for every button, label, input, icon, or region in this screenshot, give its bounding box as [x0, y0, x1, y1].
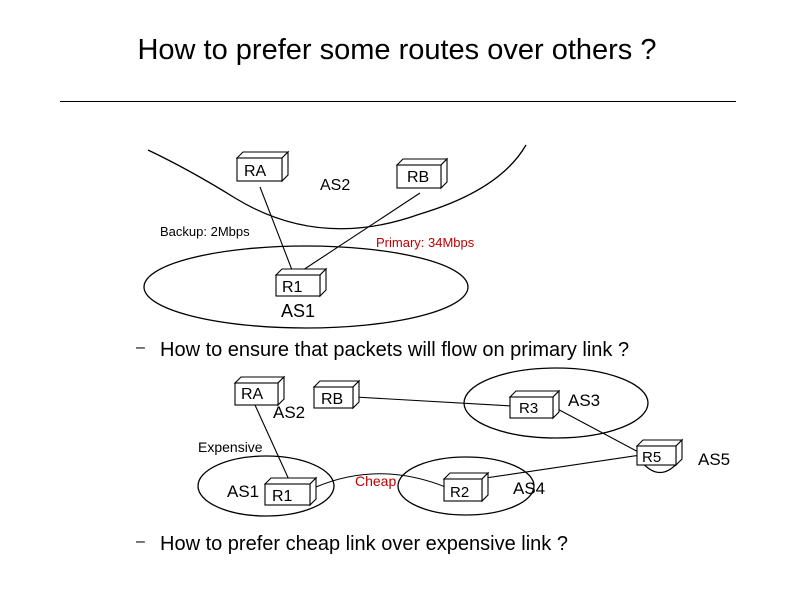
router-ra-2-label: RA — [241, 386, 264, 403]
primary-link — [299, 192, 421, 273]
router-r1: R1 — [274, 267, 328, 298]
router-r5-label: R5 — [642, 449, 661, 466]
link-rb-r3 — [354, 396, 513, 407]
router-r1-2-label: R1 — [272, 488, 293, 505]
router-rb-label: RB — [407, 169, 429, 186]
as1-label: AS1 — [281, 301, 315, 321]
router-r3: R3 — [508, 389, 561, 420]
router-r5: R5 — [635, 438, 684, 467]
link-r5-r2 — [471, 454, 642, 481]
as1-boundary — [143, 245, 469, 329]
bullet-dash: – — [136, 533, 145, 550]
router-ra: RA — [235, 150, 290, 183]
as4-boundary — [397, 456, 535, 516]
as3-label: AS3 — [568, 391, 600, 410]
link-r3-r5 — [549, 404, 645, 456]
as1-label-2: AS1 — [227, 482, 259, 501]
as2-label-2: AS2 — [273, 403, 305, 422]
router-r1-label: R1 — [282, 279, 303, 296]
backup-link-label: Backup: 2Mbps — [160, 224, 250, 239]
router-ra-2: RA — [233, 375, 286, 407]
router-r3-label: R3 — [519, 400, 538, 417]
bullet-dash: – — [136, 339, 145, 356]
title-divider — [60, 101, 736, 102]
as4-label: AS4 — [513, 479, 545, 498]
as1-boundary-2 — [197, 455, 335, 517]
router-rb-2-label: RB — [321, 391, 343, 408]
router-r2-label: R2 — [450, 484, 469, 501]
router-ra-label: RA — [244, 163, 267, 180]
router-r1-2: R1 — [263, 476, 318, 507]
link-r1-r2-cheap — [315, 473, 449, 489]
diagram-primary-backup: RA RB R1 AS2 AS1 Backup: 2Mbps Primary: … — [143, 144, 527, 329]
router-r2: R2 — [442, 471, 490, 503]
as2-boundary — [147, 144, 527, 230]
primary-link-label: Primary: 34Mbps — [376, 235, 475, 250]
router-rb-2: RB — [312, 379, 361, 410]
link-ra-r1 — [254, 404, 291, 483]
bullet-text: How to ensure that packets will flow on … — [160, 339, 630, 361]
diagram-cheap-expensive: RA RB R3 R5 — [197, 367, 730, 517]
as2-label: AS2 — [320, 177, 350, 194]
backup-link — [259, 186, 293, 271]
as5-label: AS5 — [698, 450, 730, 469]
bullet-primary-link: – How to ensure that packets will flow o… — [136, 339, 756, 365]
bullet-text: How to prefer cheap link over expensive … — [160, 533, 568, 555]
cheap-link-label: Cheap — [355, 473, 396, 489]
bullet-cheap-link: – How to prefer cheap link over expensiv… — [136, 533, 756, 559]
slide-title: How to prefer some routes over others ? — [137, 34, 657, 66]
expensive-link-label: Expensive — [198, 439, 263, 455]
router-rb: RB — [395, 157, 449, 190]
